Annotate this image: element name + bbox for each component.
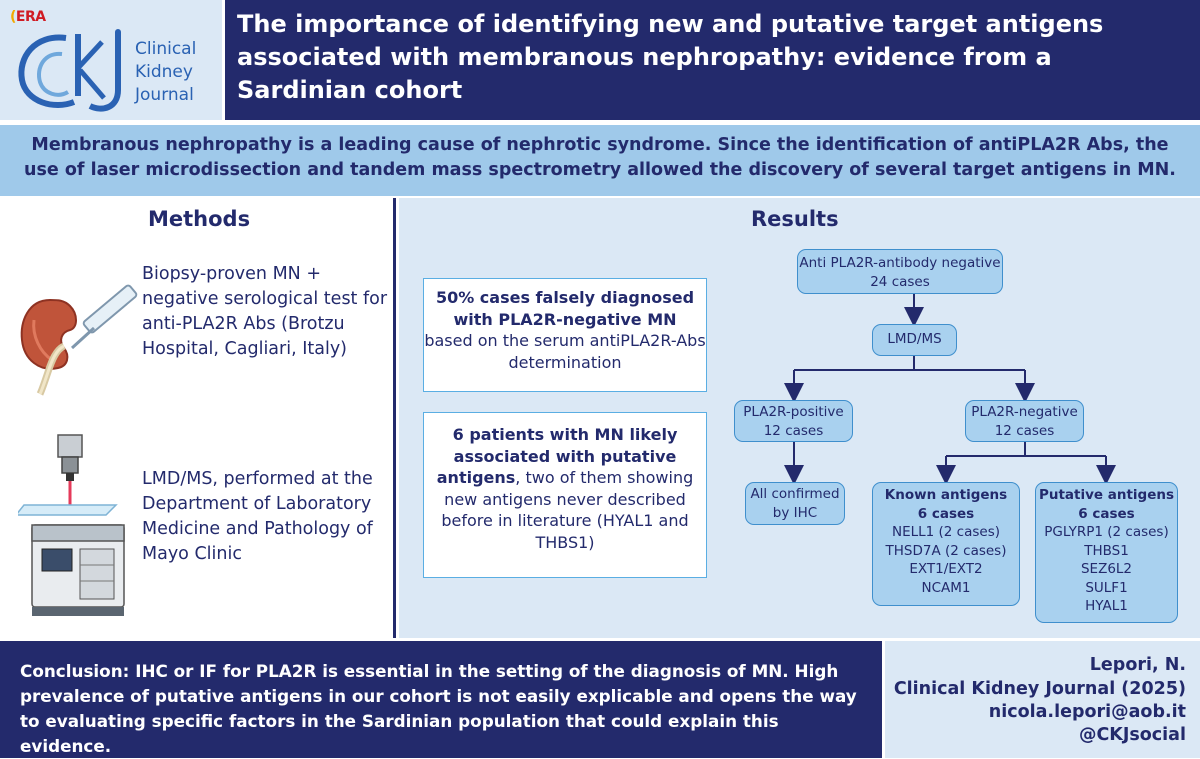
finding-false-diagnosis-bold: 50% cases falsely diagnosed with PLA2R-n…	[435, 288, 695, 329]
methods-panel: Methods Biopsy-proven MN + negative sero…	[0, 198, 396, 638]
title-banner: The importance of identifying new and pu…	[225, 0, 1200, 120]
kidney-biopsy-icon	[20, 284, 138, 396]
finding-false-diagnosis: 50% cases falsely diagnosed with PLA2R-n…	[423, 278, 707, 392]
method-biopsy-text: Biopsy-proven MN + negative serological …	[142, 264, 388, 359]
node-pla2r-positive: PLA2R-positive 12 cases	[734, 400, 853, 442]
results-heading: Results	[751, 207, 839, 231]
citation-email[interactable]: nicola.lepori@aob.it	[988, 702, 1186, 722]
node-lmd-ms: LMD/MS	[872, 324, 957, 356]
list-item: NCAM1	[921, 579, 971, 596]
finding-putative-antigens-bold: 6 patients with MN likely associated wit…	[436, 425, 678, 487]
finding-putative-antigens-rest: , two of them showing new antigens never…	[441, 468, 694, 552]
node-confirmed-by-ihc: All confirmed by IHC	[745, 482, 845, 525]
methods-heading: Methods	[148, 207, 251, 231]
intro-band: Membranous nephropathy is a leading caus…	[0, 124, 1200, 196]
ckj-logo-icon	[18, 29, 121, 112]
list-item: HYAL1	[1085, 598, 1128, 614]
list-item: THBS1	[1084, 542, 1129, 559]
microscope-spectrometer-icon	[18, 434, 125, 616]
era-logo: (ERA	[10, 9, 46, 25]
node-putative-antigens: Putative antigens 6 cases PGLYRP1 (2 cas…	[1035, 482, 1178, 623]
list-item: SULF1	[1085, 579, 1128, 596]
node-known-antigens: Known antigens 6 cases NELL1 (2 cases) T…	[872, 482, 1020, 606]
method-lmdms-text: LMD/MS, performed at the Department of L…	[142, 469, 373, 564]
citation-journal: Clinical Kidney Journal (2025)	[893, 679, 1186, 699]
journal-name: Clinical Kidney Journal	[135, 39, 197, 105]
finding-putative-antigens: 6 patients with MN likely associated wit…	[423, 412, 707, 578]
list-item: THSD7A (2 cases)	[885, 542, 1007, 559]
journal-logo: (ERA Clinical Kidney Journal	[0, 0, 225, 120]
conclusion-band: Conclusion: IHC or IF for PLA2R is essen…	[0, 641, 882, 758]
intro-text: Membranous nephropathy is a leading caus…	[24, 135, 1176, 180]
node-pla2r-negative: PLA2R-negative 12 cases	[965, 400, 1084, 442]
citation-author: Lepori, N.	[1089, 655, 1186, 675]
finding-false-diagnosis-rest: based on the serum antiPLA2R-Abs determi…	[424, 331, 706, 372]
citation-block: Lepori, N. Clinical Kidney Journal (2025…	[885, 641, 1200, 758]
page-title: The importance of identifying new and pu…	[237, 10, 1104, 104]
flowchart-connectors	[784, 294, 1116, 485]
list-item: PGLYRP1 (2 cases)	[1044, 524, 1169, 540]
list-item: EXT1/EXT2	[909, 561, 983, 577]
conclusion-text: Conclusion: IHC or IF for PLA2R is essen…	[20, 661, 857, 756]
results-panel: Results 50% cases falsely diagnosed with…	[399, 198, 1200, 638]
list-item: SEZ6L2	[1080, 561, 1133, 577]
citation-social-handle[interactable]: @CKJsocial	[1078, 725, 1186, 745]
list-item: NELL1 (2 cases)	[891, 524, 1001, 540]
node-pla2r-negative-cohort: Anti PLA2R-antibody negative 24 cases	[797, 249, 1003, 294]
